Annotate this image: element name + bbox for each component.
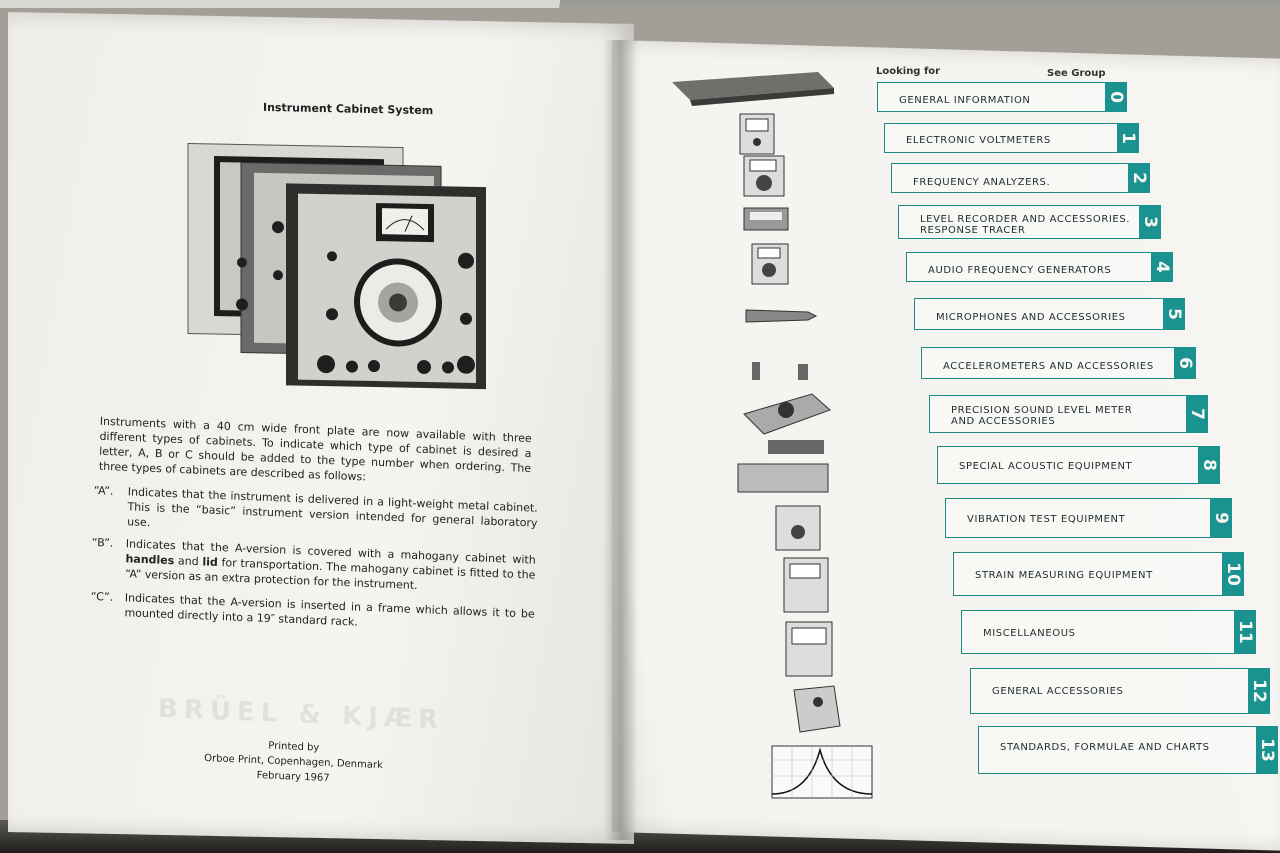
type-description: Indicates that the A-version is inserted… — [124, 591, 535, 629]
chart-icon — [771, 745, 873, 799]
group-box — [891, 163, 1128, 193]
show-through-watermark: BRÜEL & KJÆR — [157, 693, 445, 736]
group-box — [877, 82, 1105, 112]
type-description: Indicates that the instrument is deliver… — [127, 485, 538, 530]
group-label: LEVEL RECORDER AND ACCESSORIES. — [920, 214, 1131, 225]
group-label: ACCELEROMETERS AND ACCESSORIES — [943, 361, 1154, 372]
group-number-tab[interactable]: 1 — [1117, 123, 1139, 153]
voltmeter-icon — [739, 113, 775, 155]
group-box — [978, 726, 1256, 774]
type-description: Indicates that the A-version is covered … — [125, 537, 536, 592]
group-number-tab[interactable]: 6 — [1174, 347, 1196, 379]
special-acoustic-icon — [737, 440, 829, 493]
sound-level-meter-icon — [743, 393, 831, 435]
group-label: PRECISION SOUND LEVEL METER — [951, 405, 1133, 416]
group-row-6[interactable]: ACCELEROMETERS AND ACCESSORIES 6 — [921, 347, 1196, 379]
group-label: STRAIN MEASURING EQUIPMENT — [975, 570, 1153, 581]
accelerometer-icon — [752, 362, 808, 380]
bold-lid: lid — [202, 555, 218, 569]
group-number-tab[interactable]: 10 — [1222, 552, 1244, 596]
circuit-board-icon — [672, 72, 834, 106]
group-row-1[interactable]: ELECTRONIC VOLTMETERS 1 — [884, 123, 1139, 153]
type-label: “A”. — [93, 483, 114, 498]
group-label: AND ACCESSORIES — [951, 416, 1056, 427]
group-label: SPECIAL ACOUSTIC EQUIPMENT — [959, 461, 1133, 472]
group-label: MISCELLANEOUS — [983, 628, 1076, 639]
page-title: Instrument Cabinet System — [263, 100, 434, 118]
group-number-tab[interactable]: 11 — [1234, 610, 1256, 654]
group-box — [945, 498, 1210, 538]
group-label: FREQUENCY ANALYZERS. — [913, 177, 1051, 188]
group-box — [921, 347, 1174, 379]
intro-paragraph: Instruments with a 40 cm wide front plat… — [98, 414, 532, 484]
group-label: AUDIO FREQUENCY GENERATORS — [928, 265, 1112, 276]
group-row-0[interactable]: GENERAL INFORMATION 0 — [877, 82, 1127, 112]
group-number-tab[interactable]: 7 — [1186, 395, 1208, 433]
group-box — [937, 446, 1198, 484]
group-box — [898, 205, 1139, 239]
left-page: Instrument Cabinet System — [8, 12, 634, 845]
group-number-tab[interactable]: 12 — [1248, 668, 1270, 714]
group-number-tab[interactable]: 2 — [1128, 163, 1150, 193]
group-number-tab[interactable]: 3 — [1139, 205, 1161, 239]
group-number-tab[interactable]: 8 — [1198, 446, 1220, 484]
group-box — [953, 552, 1222, 596]
level-recorder-icon — [743, 207, 789, 231]
group-box — [970, 668, 1248, 714]
bold-handles: handles — [125, 552, 175, 568]
group-label: STANDARDS, FORMULAE AND CHARTS — [1000, 742, 1210, 753]
cabinet-illustration — [187, 142, 486, 390]
group-row-11[interactable]: MISCELLANEOUS 11 — [961, 610, 1256, 654]
group-row-9[interactable]: VIBRATION TEST EQUIPMENT 9 — [945, 498, 1232, 538]
analyzer-icon — [743, 155, 785, 197]
group-box — [961, 610, 1234, 654]
misc-instrument-icon — [785, 621, 833, 677]
cabinet-type-b: “B”. Indicates that the A-version is cov… — [92, 536, 536, 597]
vibration-test-icon — [775, 505, 821, 551]
group-number-tab[interactable]: 9 — [1210, 498, 1232, 538]
generator-icon — [751, 243, 789, 285]
see-group-header: See Group — [1047, 68, 1106, 79]
strain-meter-icon — [783, 557, 829, 613]
type-label: “C”. — [90, 589, 114, 604]
group-number-tab[interactable]: 4 — [1151, 252, 1173, 282]
group-row-2[interactable]: FREQUENCY ANALYZERS. 2 — [891, 163, 1150, 193]
group-label: ELECTRONIC VOLTMETERS — [906, 135, 1051, 146]
group-number-tab[interactable]: 0 — [1105, 82, 1127, 112]
printer-colophon: Printed by Orboe Print, Copenhagen, Denm… — [193, 736, 394, 789]
group-label: RESPONSE TRACER — [920, 225, 1026, 236]
group-row-3[interactable]: LEVEL RECORDER AND ACCESSORIES. RESPONSE… — [898, 205, 1161, 239]
group-box — [906, 252, 1151, 282]
group-box — [884, 123, 1117, 153]
cabinet-type-a: “A”. Indicates that the instrument is de… — [94, 484, 538, 545]
product-thumbnails — [672, 72, 873, 799]
looking-for-header: Looking for — [876, 66, 941, 77]
group-row-5[interactable]: MICROPHONES AND ACCESSORIES 5 — [914, 298, 1185, 330]
microphone-icon — [745, 309, 818, 323]
group-row-8[interactable]: SPECIAL ACOUSTIC EQUIPMENT 8 — [937, 446, 1220, 484]
book-gutter — [604, 40, 638, 840]
group-label: VIBRATION TEST EQUIPMENT — [967, 514, 1126, 525]
cabinet-type-c: “C”. Indicates that the A-version is ins… — [91, 590, 535, 636]
type-label: “B”. — [91, 535, 114, 550]
group-box — [914, 298, 1163, 330]
group-row-12[interactable]: GENERAL ACCESSORIES 12 — [970, 668, 1270, 714]
group-box — [929, 395, 1186, 433]
group-label: MICROPHONES AND ACCESSORIES — [936, 312, 1126, 323]
group-row-10[interactable]: STRAIN MEASURING EQUIPMENT 10 — [953, 552, 1244, 596]
group-label: GENERAL ACCESSORIES — [992, 686, 1124, 697]
accessory-box-icon — [793, 685, 841, 733]
group-row-4[interactable]: AUDIO FREQUENCY GENERATORS 4 — [906, 252, 1173, 282]
group-label: GENERAL INFORMATION — [899, 95, 1031, 106]
group-number-tab[interactable]: 5 — [1163, 298, 1185, 330]
group-row-7[interactable]: PRECISION SOUND LEVEL METER AND ACCESSOR… — [929, 395, 1208, 433]
group-number-tab[interactable]: 13 — [1256, 726, 1278, 774]
group-row-13[interactable]: STANDARDS, FORMULAE AND CHARTS 13 — [978, 726, 1278, 774]
